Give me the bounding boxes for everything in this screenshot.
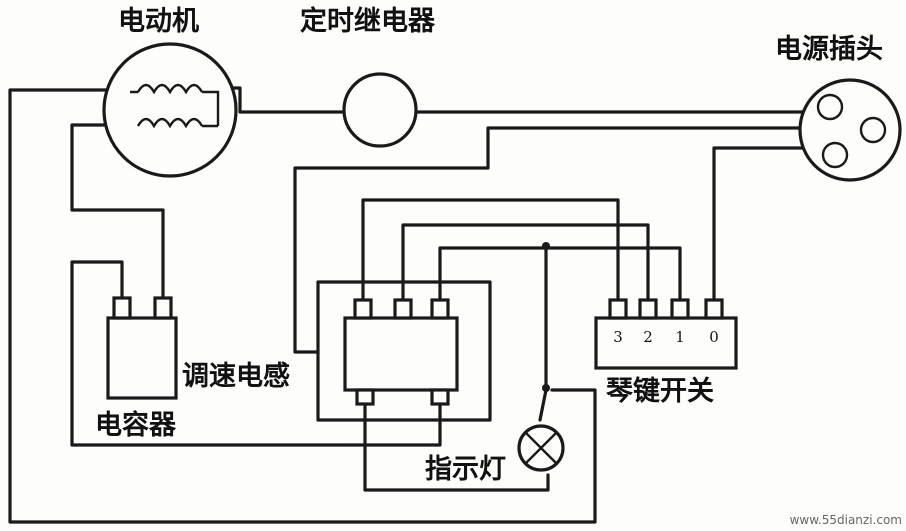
inductor-terminal	[355, 388, 375, 406]
junction-dot	[542, 384, 550, 392]
capacitor-terminal	[153, 296, 173, 320]
motor-housing	[102, 42, 238, 178]
motor-coil-link	[202, 90, 220, 126]
switch-terminal	[608, 298, 628, 320]
wire-capacitor-left	[70, 260, 354, 447]
wire-plug-inductor	[293, 126, 812, 354]
wire-inductor-switch2	[401, 223, 650, 307]
plug-body	[798, 78, 902, 182]
capacitor	[106, 296, 178, 400]
label-piano-switch: 琴键开关	[606, 375, 714, 407]
plug-pin-icon	[816, 93, 844, 121]
inductor-terminal	[393, 298, 413, 320]
indicator-lamp	[517, 424, 565, 472]
plug-pin-icon	[821, 141, 849, 169]
wire-inductor-bottom-right	[350, 398, 442, 447]
label-timer-relay: 定时继电器	[300, 5, 436, 37]
wire-inductor-frame	[316, 280, 492, 422]
inductor-terminal	[353, 298, 373, 320]
watermark: www.55dianzi.com	[790, 513, 902, 527]
label-indicator-lamp: 指示灯	[425, 454, 506, 485]
lamp-cross-icon	[525, 432, 557, 464]
switch-pos-2: 2	[643, 328, 653, 346]
wire-motor-capacitor	[70, 123, 165, 302]
wire-motor-timer	[218, 86, 347, 114]
timer-relay	[342, 72, 418, 148]
power-plug	[798, 78, 902, 182]
inductor-body	[343, 316, 459, 392]
switch-pos-1: 1	[675, 328, 685, 346]
speed-inductor	[343, 298, 459, 406]
capacitor-terminal	[112, 296, 132, 320]
switch-terminal	[704, 298, 724, 320]
switch-pos-0: 0	[709, 328, 719, 346]
inductor-terminal	[430, 298, 450, 320]
wiring	[8, 86, 840, 524]
label-capacitor: 电容器	[95, 409, 177, 441]
label-speed-inductor: 调速电感	[182, 360, 290, 392]
switch-body	[594, 316, 738, 370]
plug-pin-icon	[859, 116, 887, 144]
wire-outer-loop	[8, 88, 597, 524]
junction-dot	[542, 242, 550, 250]
wire-lamp-branch	[538, 246, 548, 422]
wire-plug-switch0	[712, 146, 840, 307]
motor-coil-lower-icon	[136, 117, 218, 129]
switch-terminal	[670, 298, 690, 320]
motor-coil-upper-icon	[130, 83, 204, 95]
wire-inductor-switch3	[361, 198, 620, 307]
label-power-plug: 电源插头	[775, 34, 883, 65]
inductor-terminal	[430, 388, 450, 406]
wire-inductor-switch1	[438, 246, 682, 307]
motor	[102, 42, 238, 178]
switch-terminal	[638, 298, 658, 320]
label-motor: 电动机	[118, 6, 199, 37]
piano-key-switch: 3 2 1 0	[594, 298, 738, 370]
switch-pos-3: 3	[613, 328, 623, 346]
capacitor-body	[106, 316, 178, 400]
